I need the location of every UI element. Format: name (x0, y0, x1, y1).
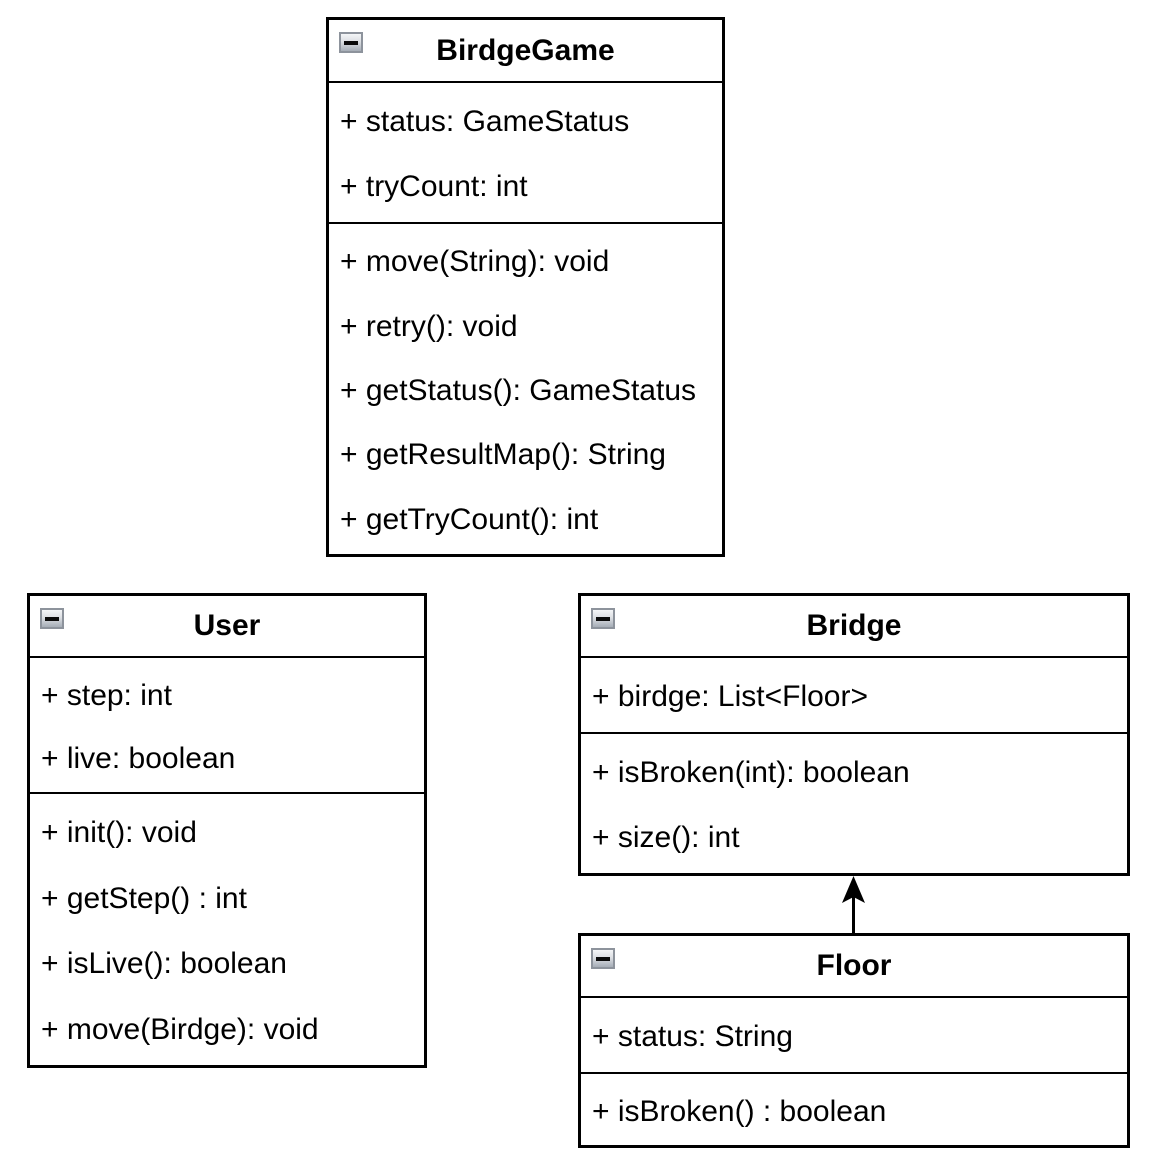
method-line: + move(String): void (340, 245, 610, 279)
minus-icon (45, 616, 59, 621)
collapse-minus-icon[interactable] (339, 32, 363, 53)
collapse-minus-icon[interactable] (40, 608, 64, 629)
attribute-line: + live: boolean (41, 741, 236, 775)
attributes-section: + step: int + live: boolean (30, 658, 424, 794)
class-title-bar: Bridge (581, 596, 1127, 658)
minus-icon (596, 616, 610, 621)
association-arrow-floor-to-bridge[interactable] (838, 876, 869, 934)
method-line: + isLive(): boolean (41, 947, 287, 981)
class-box-floor[interactable]: Floor + status: String + isBroken() : bo… (578, 933, 1130, 1148)
attributes-section: + birdge: List<Floor> (581, 658, 1127, 734)
class-title: Floor (816, 949, 892, 982)
method-line: + getStatus(): GameStatus (340, 373, 697, 407)
class-box-birdgegame[interactable]: BirdgeGame + status: GameStatus + tryCou… (326, 17, 725, 557)
attribute-line: + tryCount: int (340, 170, 528, 204)
method-line: + isBroken(int): boolean (592, 755, 910, 789)
method-line: + getTryCount(): int (340, 502, 599, 536)
methods-section: + init(): void + getStep() : int + isLiv… (30, 794, 424, 1065)
method-line: + getResultMap(): String (340, 438, 666, 472)
methods-section: + move(String): void + retry(): void + g… (329, 224, 722, 554)
method-line: + size(): int (592, 821, 740, 855)
attribute-line: + birdge: List<Floor> (592, 680, 868, 713)
attribute-line: + step: int (41, 678, 172, 712)
methods-section: + isBroken(int): boolean + size(): int (581, 734, 1127, 873)
attribute-line: + status: GameStatus (340, 104, 630, 138)
method-line: + init(): void (41, 815, 197, 849)
class-title: User (193, 609, 261, 642)
minus-icon (596, 956, 610, 961)
methods-section: + isBroken() : boolean (581, 1074, 1127, 1145)
collapse-minus-icon[interactable] (591, 608, 615, 629)
method-line: + retry(): void (340, 309, 518, 343)
method-line: + isBroken() : boolean (592, 1094, 887, 1128)
class-title-bar: User (30, 596, 424, 658)
class-title-bar: BirdgeGame (329, 20, 722, 83)
attribute-line: + status: String (592, 1020, 793, 1053)
minus-icon (344, 40, 358, 45)
method-line: + getStep() : int (41, 881, 247, 915)
class-title-bar: Floor (581, 936, 1127, 998)
attributes-section: + status: String (581, 998, 1127, 1074)
attributes-section: + status: GameStatus + tryCount: int (329, 83, 722, 224)
class-title: Bridge (806, 609, 902, 642)
class-box-bridge[interactable]: Bridge + birdge: List<Floor> + isBroken(… (578, 593, 1130, 876)
class-title: BirdgeGame (436, 33, 615, 67)
class-box-user[interactable]: User + step: int + live: boolean + init(… (27, 593, 427, 1068)
collapse-minus-icon[interactable] (591, 948, 615, 969)
method-line: + move(Birdge): void (41, 1013, 319, 1047)
